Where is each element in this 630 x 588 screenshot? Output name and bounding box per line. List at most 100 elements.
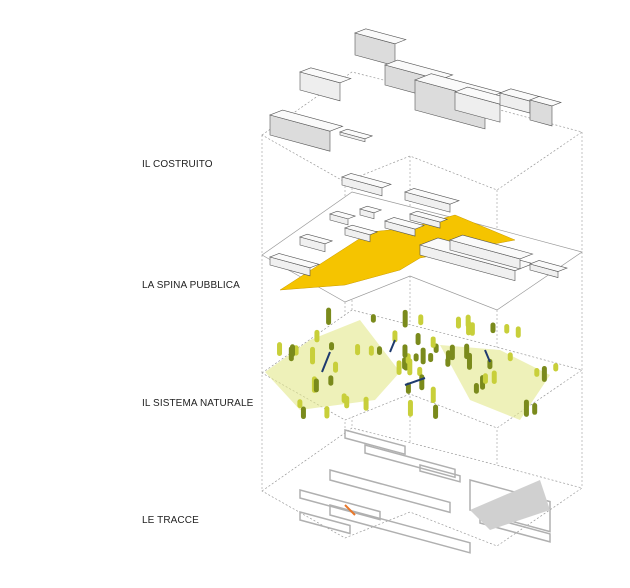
tree	[532, 402, 538, 415]
tree	[418, 314, 424, 326]
tree	[487, 358, 493, 370]
spine-building	[384, 217, 425, 237]
tree	[326, 307, 332, 326]
building-roof	[269, 253, 320, 269]
tree	[333, 361, 339, 373]
water-channel	[484, 349, 491, 363]
building-roof	[299, 233, 334, 245]
tree	[507, 352, 513, 362]
historic-trace	[479, 514, 551, 543]
spine-building	[449, 234, 534, 270]
tree	[370, 314, 376, 323]
built-volume	[339, 128, 374, 143]
tree	[419, 374, 425, 391]
building-roof	[341, 173, 392, 189]
tree	[491, 370, 497, 385]
historic-trace	[329, 504, 471, 554]
tree	[482, 373, 488, 384]
historic-trace	[299, 489, 381, 521]
tree	[534, 367, 540, 377]
trace-accent	[344, 504, 356, 516]
building-roof	[449, 234, 534, 260]
tree	[341, 393, 347, 404]
tree	[290, 344, 296, 357]
building-roof	[359, 205, 383, 214]
building-roof	[409, 210, 449, 223]
tree	[313, 378, 319, 393]
tree	[541, 366, 547, 382]
tree	[376, 346, 382, 356]
tree	[464, 343, 470, 360]
layer-label-traces: LE TRACCE	[142, 515, 199, 526]
spine-building	[409, 210, 449, 229]
tree	[402, 309, 408, 328]
layer-label-public-spine: LA SPINA PUBBLICA	[142, 280, 240, 291]
tree	[413, 353, 419, 362]
tree	[515, 326, 521, 338]
tree	[277, 342, 283, 356]
tree	[553, 363, 559, 372]
spine-building	[341, 173, 392, 197]
historic-trace	[419, 464, 461, 483]
historic-trace	[329, 469, 451, 514]
building-roof	[339, 128, 374, 140]
built-volume	[299, 67, 352, 102]
tree	[392, 330, 398, 343]
built-volume	[354, 28, 407, 67]
tree	[402, 344, 408, 358]
water-channel	[389, 339, 396, 353]
tree	[466, 320, 472, 336]
tree	[417, 366, 423, 377]
tree	[420, 347, 426, 365]
tree	[300, 406, 306, 420]
tree	[314, 329, 320, 343]
building-roof	[404, 188, 460, 205]
building-roof	[299, 67, 352, 84]
spine-building	[359, 205, 383, 220]
tree	[405, 382, 411, 394]
historic-trace	[299, 511, 351, 535]
tree	[396, 360, 402, 376]
building-roof	[344, 224, 379, 236]
built-volume	[529, 96, 562, 127]
spine-building	[269, 253, 320, 277]
tree	[473, 383, 479, 394]
tree	[329, 342, 335, 351]
tree	[407, 399, 413, 417]
tree	[355, 344, 361, 356]
built-volume	[269, 109, 344, 152]
spine-building	[404, 188, 460, 213]
spine-building	[299, 233, 334, 253]
green-area	[265, 320, 400, 410]
spine-building	[329, 210, 357, 226]
building-roof	[269, 109, 344, 132]
tree	[415, 333, 421, 346]
trace-field	[470, 480, 550, 530]
building-roof	[529, 96, 562, 107]
tree	[449, 344, 455, 361]
tree	[310, 346, 316, 365]
tree	[363, 396, 369, 411]
historic-trace	[344, 429, 406, 456]
building-roof	[329, 210, 357, 220]
tree	[430, 336, 436, 348]
water-channel	[321, 351, 331, 373]
tree	[407, 358, 413, 376]
layer-label-built: IL COSTRUITO	[142, 159, 213, 170]
tree	[455, 316, 461, 329]
spine-building	[529, 260, 568, 278]
tree	[328, 375, 334, 386]
building-roof	[354, 28, 407, 45]
built-layer-plane	[261, 71, 583, 191]
layer-label-natural-system: IL SISTEMA NATURALE	[142, 398, 254, 409]
tree	[368, 345, 374, 356]
tree	[433, 404, 439, 419]
historic-trace	[364, 444, 456, 479]
tree	[430, 386, 436, 404]
tree	[324, 406, 330, 419]
building-roof	[529, 260, 568, 272]
building-roof	[384, 217, 425, 230]
tree	[523, 399, 529, 417]
